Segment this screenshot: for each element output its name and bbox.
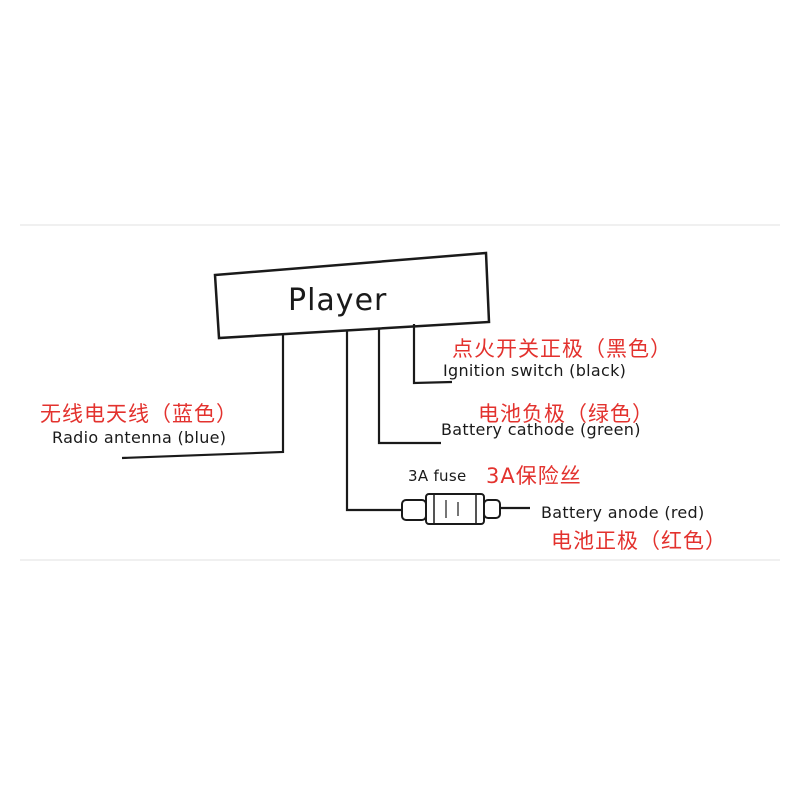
battery-cathode-label: Battery cathode (green) xyxy=(441,420,641,439)
ignition-switch-wire xyxy=(412,324,453,385)
battery-anode-wire xyxy=(345,330,402,512)
battery-cathode-label-cn: 电池负极（绿色） xyxy=(478,402,654,426)
player-box xyxy=(213,251,491,340)
battery-anode-label: Battery anode (red) xyxy=(541,503,705,522)
ignition-switch-label-cn: 点火开关正极（黑色） xyxy=(452,337,672,361)
battery-cathode-wire xyxy=(377,328,441,445)
player-label: Player xyxy=(288,283,388,318)
radio-antenna-label-cn: 无线电天线（蓝色） xyxy=(40,402,238,426)
fuse-label: 3A fuse xyxy=(408,467,467,485)
fuse-icon xyxy=(401,493,501,525)
radio-antenna-wire xyxy=(121,334,285,460)
fuse-label-cn: 3A保险丝 xyxy=(486,464,582,488)
ignition-switch-label: Ignition switch (black) xyxy=(443,361,627,380)
battery-anode-label-cn: 电池正极（红色） xyxy=(551,529,727,553)
radio-antenna-label: Radio antenna (blue) xyxy=(52,428,227,447)
